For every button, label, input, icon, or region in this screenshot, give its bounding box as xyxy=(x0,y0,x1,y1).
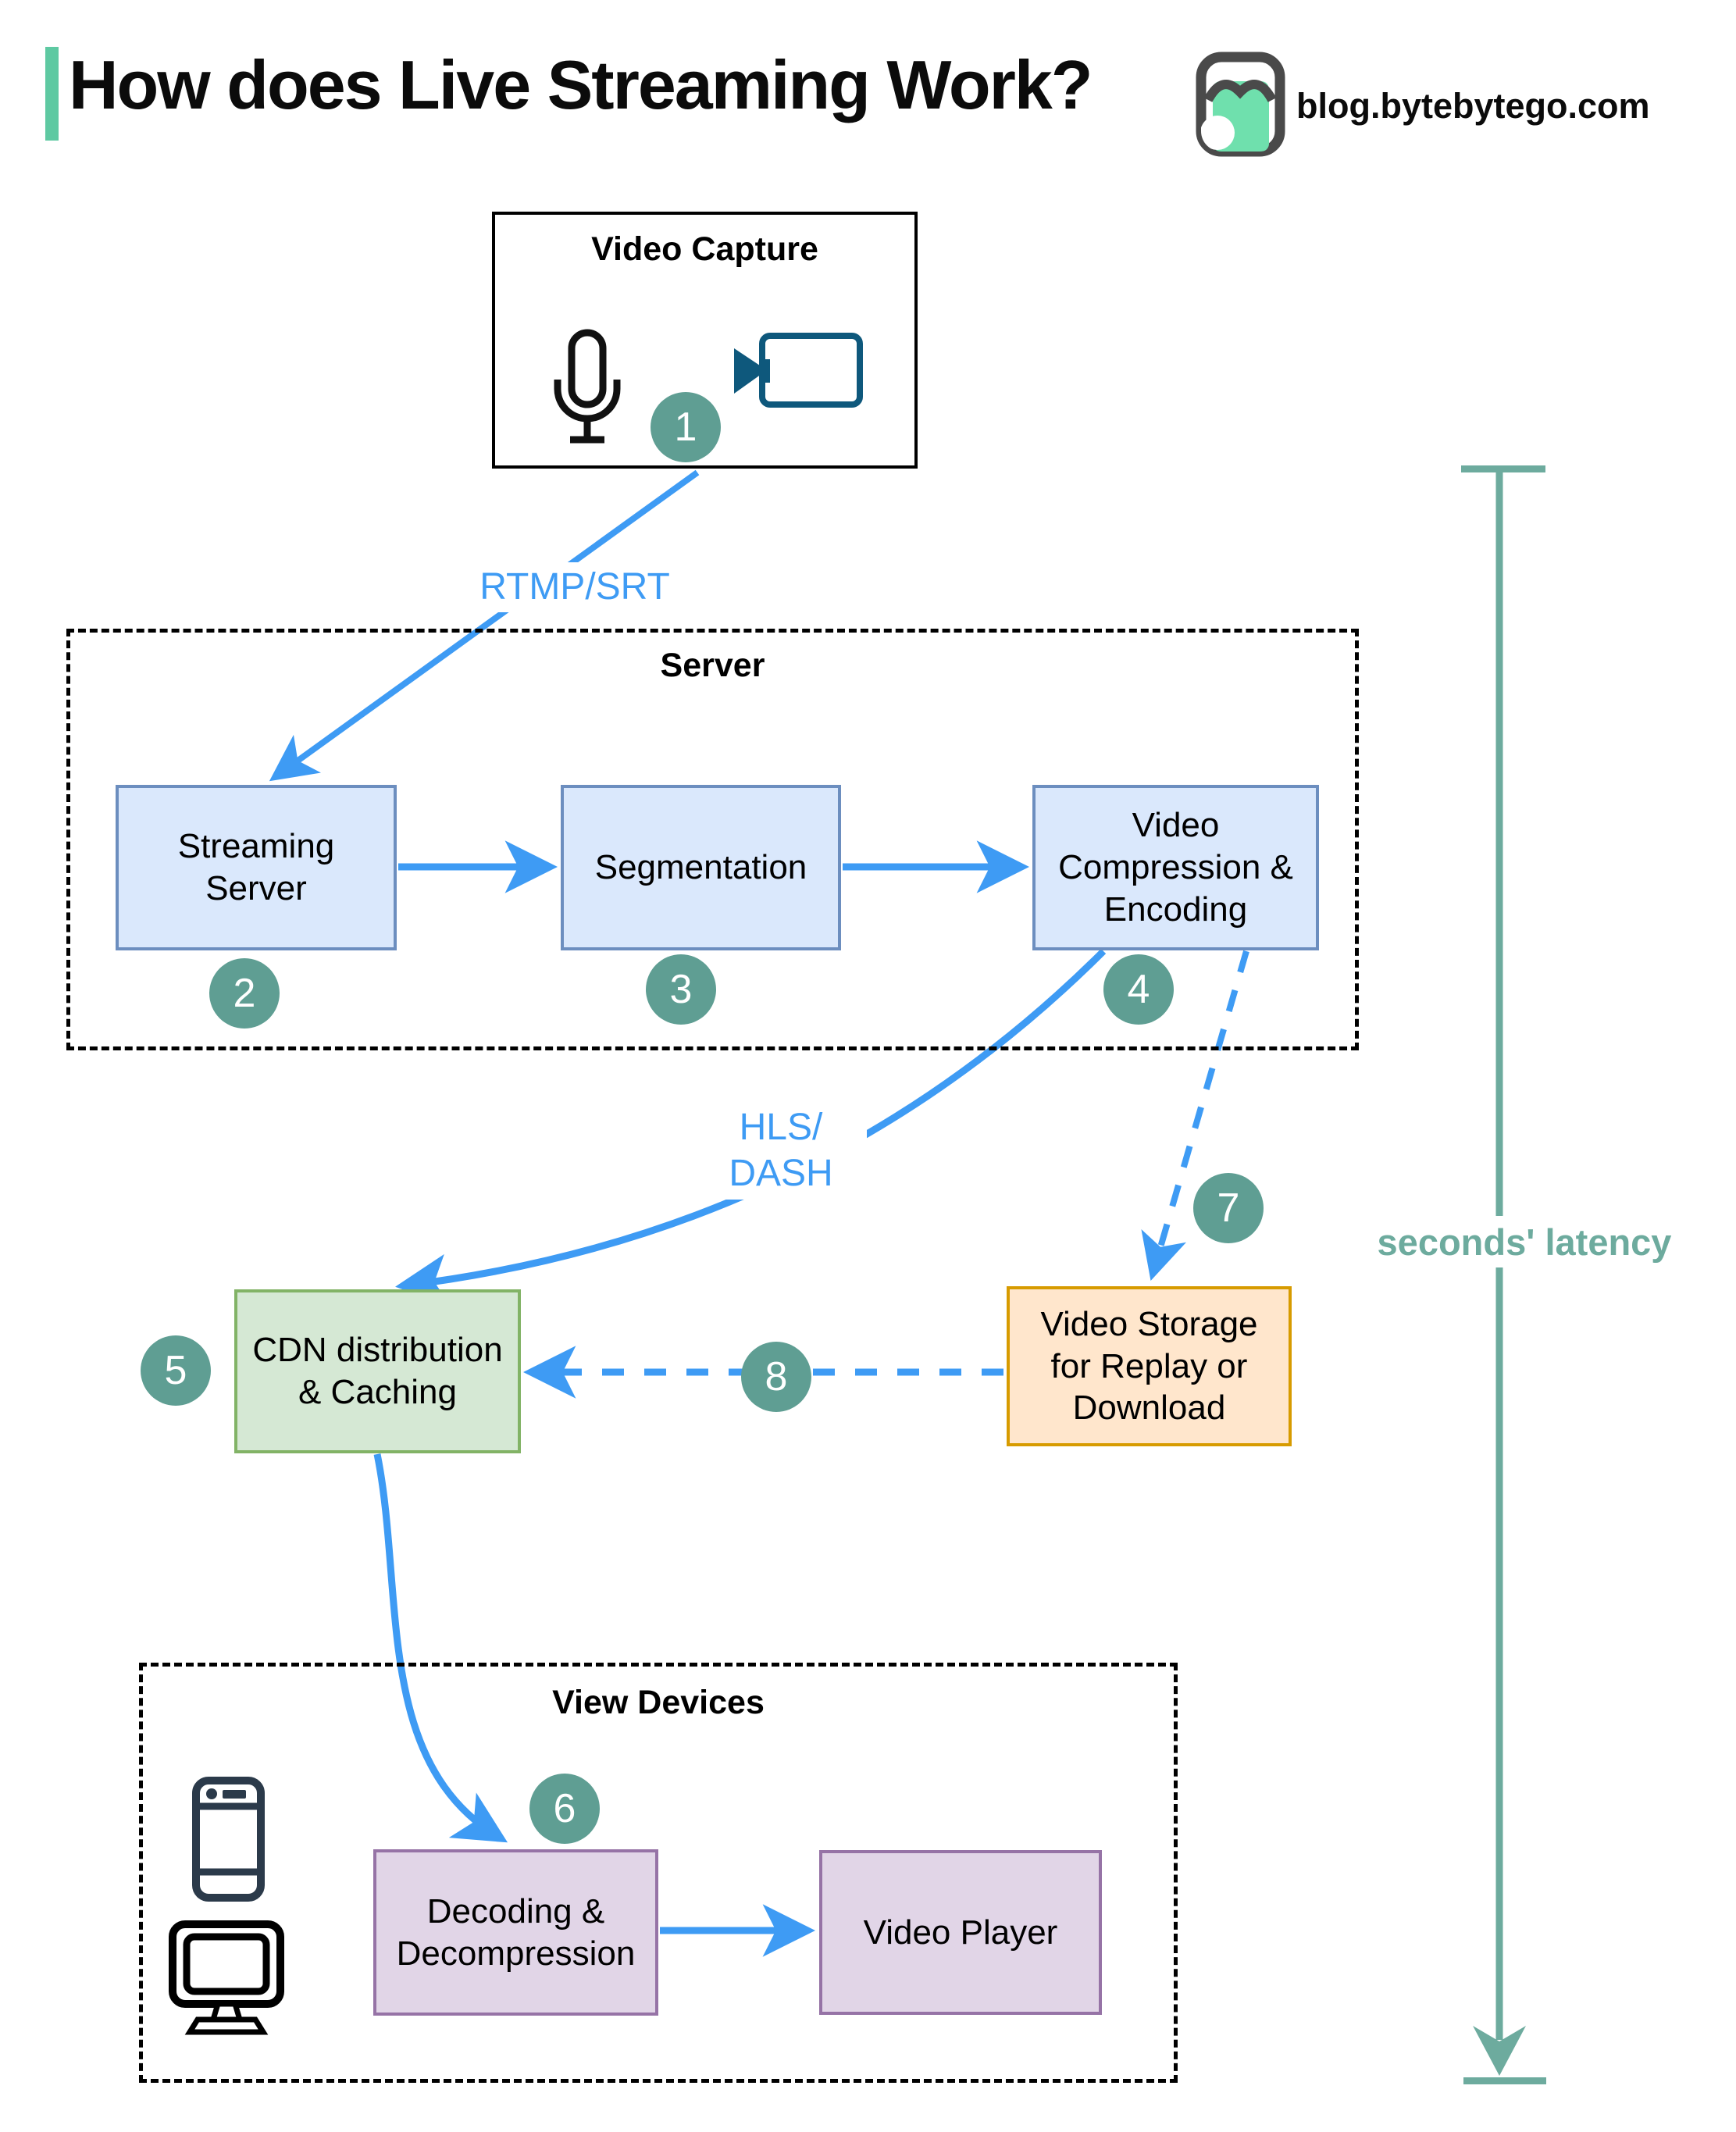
title-accent-bar xyxy=(45,47,59,141)
server-group: Server xyxy=(66,629,1359,1050)
arrow-cdn-to-decoding xyxy=(373,1453,508,1843)
smartphone-icon xyxy=(192,1777,265,1902)
server-group-label: Server xyxy=(660,647,765,684)
node-video-compression-encoding: Video Compression & Encoding xyxy=(1032,785,1319,950)
video-capture-title: Video Capture xyxy=(591,230,818,268)
node-cdn-distribution-caching: CDN distribution & Caching xyxy=(234,1289,521,1453)
microphone-icon xyxy=(554,329,621,444)
page-title: How does Live Streaming Work? xyxy=(69,46,1093,123)
step-badge-7: 7 xyxy=(1193,1173,1264,1243)
node-streaming-server: Streaming Server xyxy=(116,785,397,950)
seconds-latency-label: seconds' latency xyxy=(1356,1216,1693,1267)
step-badge-8: 8 xyxy=(741,1342,811,1412)
bytebytego-logo-icon xyxy=(1196,52,1285,157)
step-badge-6: 6 xyxy=(529,1774,600,1844)
step-badge-5: 5 xyxy=(141,1335,211,1406)
view-devices-group: View Devices xyxy=(139,1663,1178,2083)
arrow-capture-to-streaming-server xyxy=(269,469,700,782)
latency-indicator xyxy=(1461,465,1546,2084)
node-video-storage: Video Storage for Replay or Download xyxy=(1007,1286,1292,1446)
view-devices-group-label: View Devices xyxy=(552,1684,765,1721)
site-url-label: blog.bytebytego.com xyxy=(1296,86,1650,126)
step-badge-4: 4 xyxy=(1103,954,1174,1025)
step-badge-1: 1 xyxy=(651,392,721,462)
monitor-icon xyxy=(169,1920,284,2035)
node-video-player: Video Player xyxy=(819,1850,1102,2015)
video-camera-icon xyxy=(734,333,863,408)
hls-dash-label: HLS/ DASH xyxy=(695,1103,867,1200)
dashed-arrow-compression-to-storage xyxy=(1141,950,1249,1282)
step-badge-3: 3 xyxy=(646,954,716,1025)
step-badge-2: 2 xyxy=(209,958,280,1029)
node-decoding-decompression: Decoding & Decompression xyxy=(373,1849,658,2016)
rtmp-srt-label: RTMP/SRT xyxy=(458,562,692,612)
node-segmentation: Segmentation xyxy=(561,785,841,950)
